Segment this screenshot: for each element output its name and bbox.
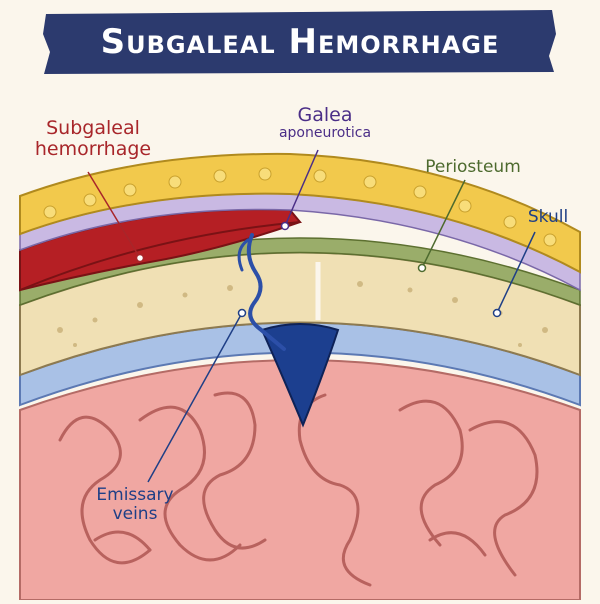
label-emissary-line1: Emissary xyxy=(96,485,174,505)
label-galea-line1: Galea xyxy=(297,104,353,126)
title-banner-shape xyxy=(43,10,556,74)
brain-gyri xyxy=(58,391,539,587)
venous-sinus xyxy=(260,323,340,428)
leader-periosteum-dot xyxy=(417,263,427,273)
label-galea-line2: aponeurotica xyxy=(278,125,372,142)
leader-skull xyxy=(496,231,536,314)
label-subgaleal-hemorrhage: Subgaleal hemorrhage xyxy=(18,117,168,161)
label-subgaleal-line2: hemorrhage xyxy=(34,138,152,161)
leader-subgaleal xyxy=(87,171,141,259)
leader-periosteum xyxy=(421,179,466,269)
label-emissary-line2: veins xyxy=(112,504,158,525)
label-skull: Skull xyxy=(527,207,569,227)
emissary-vein xyxy=(246,233,286,351)
emissary-vein-branch xyxy=(237,238,250,272)
leader-subgaleal-dot xyxy=(135,253,145,263)
label-subgaleal-line1: Subgaleal xyxy=(46,117,140,139)
label-periosteum: Periosteum xyxy=(425,157,521,177)
leader-galea xyxy=(284,149,319,227)
leader-emissary xyxy=(147,312,243,483)
leader-galea-dot xyxy=(280,221,290,231)
label-galea-aponeurotica: Galea aponeurotica xyxy=(255,104,395,142)
leader-skull-dot xyxy=(492,308,502,318)
scalp-fat-layer xyxy=(19,152,581,274)
leader-emissary-dot xyxy=(237,308,247,318)
diagram-title: Subgaleal Hemorrhage xyxy=(100,22,500,62)
leader-lines xyxy=(87,149,536,483)
fat-lobules xyxy=(43,167,557,247)
label-emissary-veins: Emissary veins xyxy=(80,485,190,525)
